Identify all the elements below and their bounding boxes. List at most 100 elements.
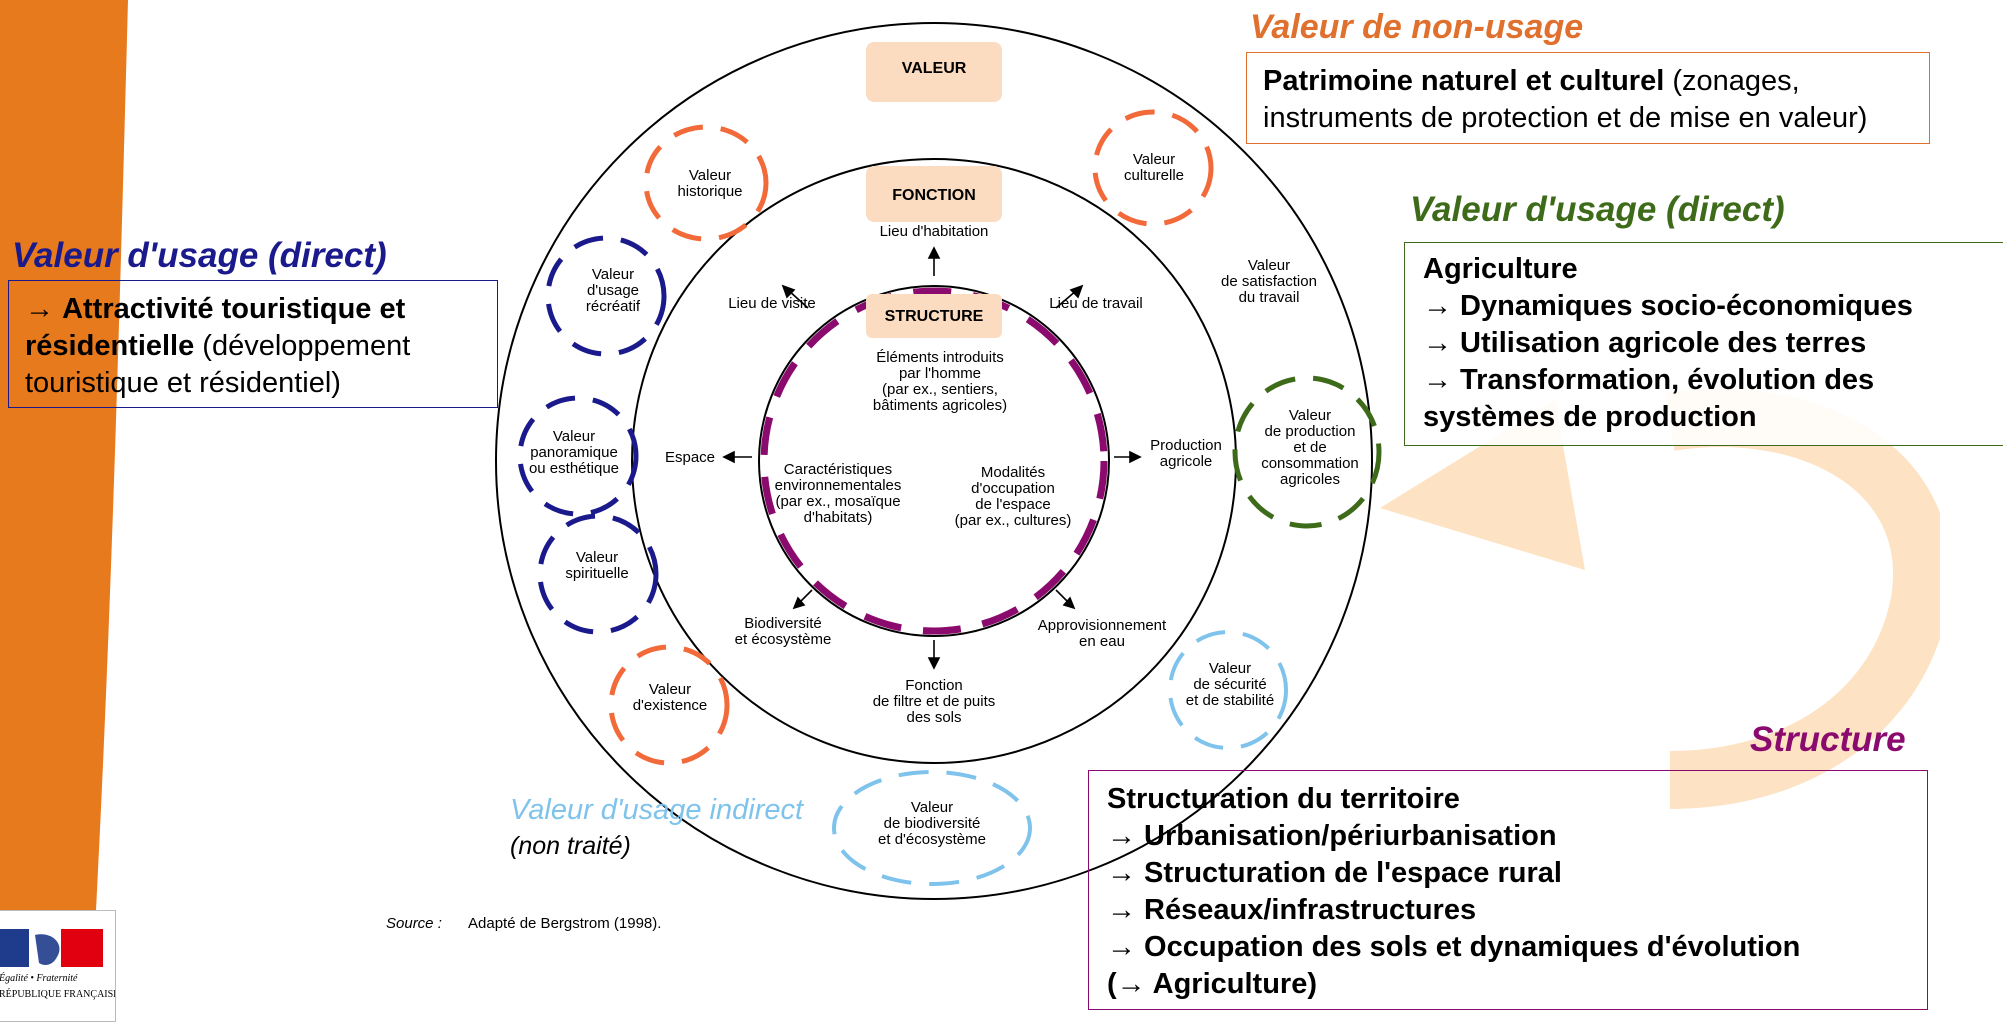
- label-caracteristiques-line: environnementales: [775, 477, 902, 494]
- structure-label-box: [866, 294, 1002, 338]
- structure-line: → Urbanisation/périurbanisation: [1107, 820, 1557, 852]
- valeur-label: VALEUR: [902, 60, 967, 77]
- label-valeur-culturelle-line: Valeur: [1133, 151, 1175, 168]
- structure-title: Structure: [1750, 720, 1906, 759]
- structure-line: → Structuration de l'espace rural: [1107, 857, 1562, 889]
- usage-right-line: systèmes de production: [1423, 401, 1757, 433]
- label-lieu-visite-line: Lieu de visite: [728, 295, 816, 312]
- non-usage-bold: Patrimoine naturel et culturel: [1263, 65, 1665, 97]
- label-fonction-filtre-line: des sols: [906, 709, 961, 726]
- label-lieu-travail: Lieu de travail: [1049, 295, 1142, 312]
- label-valeur-existence-line: Valeur: [649, 681, 691, 698]
- structure-line: Structuration du territoire: [1107, 783, 1460, 815]
- orange-band: [0, 0, 128, 910]
- label-caracteristiques-line: d'habitats): [804, 509, 873, 526]
- label-production-agricole-line: agricole: [1160, 453, 1213, 470]
- label-lieu-habitation-line: Lieu d'habitation: [880, 223, 989, 240]
- marianne-emblem: [0, 929, 103, 967]
- usage-indirect-title: Valeur d'usage indirect: [510, 794, 804, 826]
- circle-spirituelle: [537, 513, 659, 635]
- circle-securite: [1168, 630, 1288, 750]
- structure-line: → Occupation des sols et dynamiques d'év…: [1107, 931, 1801, 963]
- circle-culturelle: [1092, 109, 1214, 227]
- label-lieu-travail-line: Lieu de travail: [1049, 295, 1142, 312]
- label-valeur-biodiversite-line: et d'écosystème: [878, 831, 986, 848]
- label-valeur-panoramique-line: panoramique: [530, 444, 618, 461]
- label-valeur-recreatif-line: récréatif: [586, 298, 641, 315]
- label-valeur-panoramique-line: ou esthétique: [529, 460, 619, 477]
- label-valeur-historique-line: Valeur: [689, 167, 731, 184]
- label-valeur-production-line: Valeur: [1289, 407, 1331, 424]
- label-modalites-line: Modalités: [981, 464, 1045, 481]
- usage-left-arrow: →: [25, 293, 63, 325]
- usage-left-bold1: Attractivité touristique et: [62, 293, 406, 325]
- source-text: Adapté de Bergstrom (1998).: [468, 915, 661, 932]
- usage-left-bold2: résidentielle: [25, 330, 195, 362]
- label-valeur-panoramique-line: Valeur: [553, 428, 595, 445]
- structure-line: (→ Agriculture): [1107, 968, 1317, 1000]
- usage-right-line: Agriculture: [1423, 253, 1578, 285]
- logo-name: RÉPUBLIQUE FRANÇAISE: [0, 989, 116, 1000]
- usage-right-line: → Transformation, évolution des: [1423, 364, 1875, 396]
- structure-line: → Réseaux/infrastructures: [1107, 894, 1477, 926]
- label-valeur-securite-line: Valeur: [1209, 660, 1251, 677]
- label-valeur-culturelle-line: culturelle: [1124, 167, 1184, 184]
- inner-ring-structure: [758, 285, 1110, 637]
- label-valeur-spirituelle-line: spirituelle: [565, 565, 628, 582]
- label-fonction-filtre-line: Fonction: [905, 677, 963, 694]
- label-valeur-securite-line: et de stabilité: [1186, 692, 1274, 709]
- label-espace: Espace: [665, 449, 715, 466]
- logo-motto: Égalité • Fraternité: [0, 973, 78, 984]
- non-usage-title: Valeur de non-usage: [1250, 8, 1584, 46]
- label-approvisionnement-eau-line: en eau: [1079, 633, 1125, 650]
- label-valeur-existence-line: d'existence: [633, 697, 708, 714]
- usage-left-box: → Attractivité touristique et résidentie…: [8, 280, 498, 408]
- label-biodiversite-ecosysteme-line: et écosystème: [735, 631, 832, 648]
- label-valeur-satisfaction-line: de satisfaction: [1221, 273, 1317, 290]
- label-valeur-satisfaction-line: du travail: [1239, 289, 1300, 306]
- usage-left-title: Valeur d'usage (direct): [12, 236, 387, 276]
- label-valeur-production-line: et de: [1293, 439, 1326, 456]
- circle-production: [1232, 375, 1382, 529]
- usage-left-title-a: Valeur: [12, 236, 118, 275]
- label-lieu-visite: Lieu de visite: [728, 295, 816, 312]
- label-production-agricole-line: Production: [1150, 437, 1222, 454]
- label-elements-introduits-line: (par ex., sentiers,: [882, 381, 998, 398]
- structure-dashed-ring: [760, 287, 1108, 635]
- republique-logo: Égalité • Fraternité RÉPUBLIQUE FRANÇAIS…: [0, 910, 116, 1022]
- valeur-label-box: [866, 42, 1002, 102]
- label-valeur-recreatif-line: d'usage: [587, 282, 639, 299]
- label-modalites-line: d'occupation: [971, 480, 1055, 497]
- source-label: Source :: [386, 915, 442, 932]
- circle-existence: [608, 644, 730, 766]
- label-elements-introduits-line: Éléments introduits: [876, 349, 1004, 366]
- usage-left-rest3: touristique et résidentiel): [25, 367, 341, 399]
- circle-panoramique: [517, 395, 639, 517]
- label-caracteristiques-line: (par ex., mosaïque: [775, 493, 900, 510]
- label-valeur-recreatif-line: Valeur: [592, 266, 634, 283]
- label-valeur-production-line: agricoles: [1280, 471, 1340, 488]
- usage-left-title-b: d'usage (direct): [117, 236, 387, 275]
- outer-ring-valeur: [495, 22, 1373, 900]
- structure-label: STRUCTURE: [885, 308, 984, 325]
- label-modalites-line: (par ex., cultures): [955, 512, 1072, 529]
- label-elements-introduits-line: bâtiments agricoles): [873, 397, 1007, 414]
- circle-historique: [643, 124, 769, 242]
- label-valeur-production-line: consommation: [1261, 455, 1359, 472]
- label-valeur-biodiversite-line: de biodiversité: [884, 815, 981, 832]
- label-approvisionnement-eau-line: Approvisionnement: [1038, 617, 1167, 634]
